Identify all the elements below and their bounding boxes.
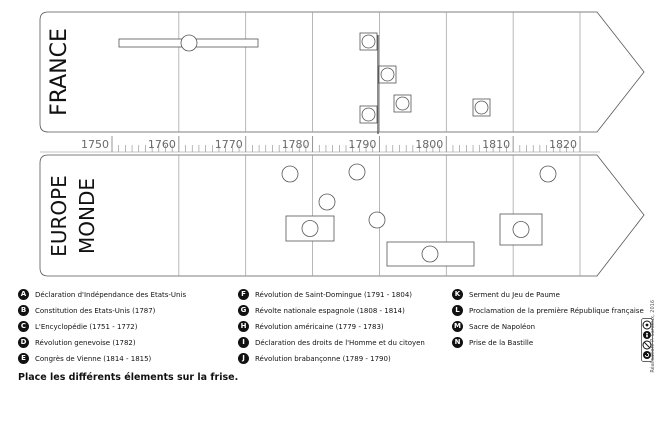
year-labels: 1750 1760 1770 1780 1790 1800 1810 1820	[81, 138, 577, 151]
letter-badge: A	[18, 289, 29, 300]
year-label: 1800	[415, 138, 443, 151]
letter-badge: K	[452, 289, 463, 300]
europe-monde-band	[39, 154, 645, 277]
letter-badge: J	[238, 353, 249, 364]
letter-badge: G	[238, 305, 249, 316]
legend-text: Constitution des Etats-Unis (1787)	[35, 306, 156, 315]
legend-item-e: E Congrès de Vienne (1814 - 1815)	[18, 353, 151, 364]
year-label: 1790	[348, 138, 376, 151]
legend-text: Proclamation de la première République f…	[469, 306, 644, 315]
legend-item-k: K Serment du Jeu de Paume	[452, 289, 560, 300]
legend-item-a: A Déclaration d'Indépendance des Etats-U…	[18, 289, 186, 300]
letter-badge: N	[452, 337, 463, 348]
legend-item-h: H Révolution américaine (1779 - 1783)	[238, 321, 384, 332]
cc-license-badge	[641, 318, 653, 362]
legend-item-c: C L'Encyclopédie (1751 - 1772)	[18, 321, 138, 332]
legend-text: Congrès de Vienne (1814 - 1815)	[35, 354, 152, 363]
legend-item-d: D Révolution genevoise (1782)	[18, 337, 136, 348]
year-label: 1820	[549, 138, 577, 151]
letter-badge: D	[18, 337, 29, 348]
nc-icon	[642, 340, 652, 350]
legend-text: Prise de la Bastille	[469, 338, 534, 347]
slot-circle[interactable]	[318, 193, 336, 211]
year-label: 1810	[482, 138, 510, 151]
slot-circle[interactable]	[380, 67, 395, 82]
slot-circle[interactable]	[348, 163, 366, 181]
cc-icon	[642, 320, 652, 330]
slot-circle[interactable]	[421, 245, 439, 263]
year-label: 1780	[282, 138, 310, 151]
slot-circle[interactable]	[474, 100, 489, 115]
legend-text: Déclaration des droits de l'Homme et du …	[255, 338, 425, 347]
legend-text: Sacre de Napoléon	[469, 322, 536, 331]
slot-circle[interactable]	[301, 220, 319, 237]
slot-circle[interactable]	[180, 34, 198, 52]
letter-badge: L	[452, 305, 463, 316]
legend-text: Révolution genevoise (1782)	[35, 338, 136, 347]
letter-badge: C	[18, 321, 29, 332]
legend-item-g: G Révolte nationale espagnole (1808 - 18…	[238, 305, 405, 316]
legend-item-m: M Sacre de Napoléon	[452, 321, 535, 332]
instruction-text: Place les différents élements sur la fri…	[18, 372, 239, 383]
monde-title: MONDE	[75, 178, 99, 254]
legend-text: Révolution brabançonne (1789 - 1790)	[255, 354, 391, 363]
legend-text: L'Encyclopédie (1751 - 1772)	[35, 322, 138, 331]
legend-item-b: B Constitution des Etats-Unis (1787)	[18, 305, 155, 316]
year-label: 1750	[81, 138, 109, 151]
slot-circle[interactable]	[395, 96, 410, 111]
legend-text: Révolte nationale espagnole (1808 - 1814…	[255, 306, 405, 315]
letter-badge: H	[238, 321, 249, 332]
slot-circle[interactable]	[368, 211, 386, 229]
sa-icon	[643, 351, 651, 359]
legend-text: Révolution américaine (1779 - 1783)	[255, 322, 384, 331]
letter-badge: I	[238, 337, 249, 348]
letter-badge: M	[452, 321, 463, 332]
slot-circle[interactable]	[361, 107, 376, 122]
france-band	[39, 11, 645, 133]
slot-circle[interactable]	[281, 165, 299, 183]
year-label: 1770	[215, 138, 243, 151]
year-ruler	[40, 136, 600, 153]
legend-item-f: F Révolution de Saint-Domingue (1791 - 1…	[238, 289, 412, 300]
europe-monde-slots	[281, 163, 557, 267]
europe-title: EUROPE	[47, 175, 71, 257]
legend-text: Déclaration d'Indépendance des Etats-Uni…	[35, 290, 187, 299]
slot-circle[interactable]	[539, 165, 557, 183]
france-slots	[118, 32, 491, 134]
by-icon	[643, 331, 651, 339]
letter-badge: F	[238, 289, 249, 300]
france-title: FRANCE	[47, 28, 72, 116]
letter-badge: B	[18, 305, 29, 316]
legend-item-i: I Déclaration des droits de l'Homme et d…	[238, 337, 425, 348]
legend-item-n: N Prise de la Bastille	[452, 337, 533, 348]
slot-circle[interactable]	[361, 34, 376, 49]
slot-circle[interactable]	[512, 221, 530, 238]
legend-item-l: L Proclamation de la première République…	[452, 305, 644, 316]
letter-badge: E	[18, 353, 29, 364]
legend-item-j: J Révolution brabançonne (1789 - 1790)	[238, 353, 391, 364]
year-label: 1760	[148, 138, 176, 151]
legend-text: Serment du Jeu de Paume	[469, 290, 560, 299]
credit-text: Réalisation: P. Santeux, 2016	[650, 300, 656, 373]
legend-text: Révolution de Saint-Domingue (1791 - 180…	[255, 290, 413, 299]
